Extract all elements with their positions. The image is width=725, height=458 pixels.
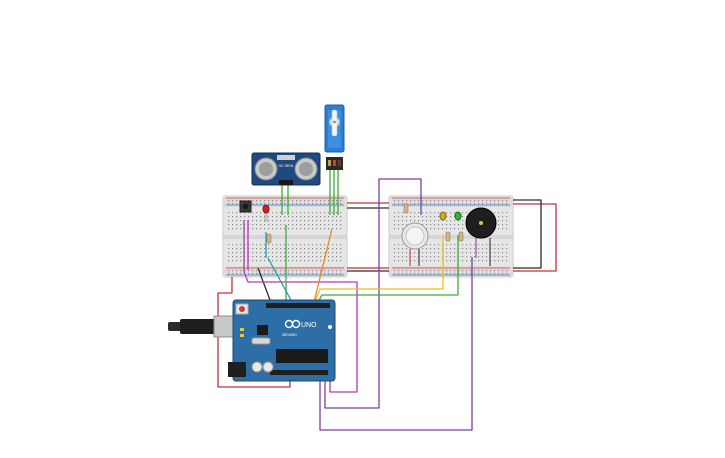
yellow-led[interactable] — [439, 211, 447, 221]
resistor-right-3[interactable] — [458, 231, 464, 242]
power-jack — [228, 362, 246, 377]
analog-header — [270, 370, 328, 375]
green-led[interactable] — [454, 211, 462, 221]
board-brand-label: ARDUINO — [282, 333, 297, 337]
pushbutton[interactable] — [239, 200, 252, 213]
digital-header — [266, 303, 330, 308]
wire-red-5v[interactable] — [217, 277, 291, 388]
vibration-motor[interactable] — [401, 222, 429, 266]
wire-purple-upper[interactable] — [324, 178, 422, 409]
servo-motor[interactable] — [324, 104, 345, 170]
wires — [217, 170, 557, 431]
sensor-model-label: HC-SR04 — [279, 164, 294, 168]
resistor-right-1[interactable] — [403, 203, 409, 214]
board-model-label: UNO — [301, 322, 317, 329]
resistor-right-2[interactable] — [445, 231, 451, 242]
wire-yellow[interactable] — [314, 235, 444, 303]
capacitor-1 — [251, 361, 263, 373]
piezo-buzzer[interactable] — [465, 207, 497, 266]
wire-black-arduino-gnd[interactable] — [257, 267, 271, 301]
wire-orange[interactable] — [313, 228, 333, 303]
wire-black-right-gnd[interactable] — [513, 199, 542, 269]
arduino-uno[interactable]: UNO ARDUINO — [228, 299, 336, 382]
atmega-chip — [276, 349, 328, 363]
red-led[interactable] — [262, 204, 270, 222]
reset-button-icon[interactable] — [239, 306, 245, 312]
wire-red-right-rail[interactable] — [513, 203, 557, 272]
wire-teal[interactable] — [267, 257, 293, 303]
capacitor-2 — [262, 361, 274, 373]
wire-magenta[interactable] — [243, 220, 358, 393]
wire-purple-long[interactable] — [319, 257, 473, 431]
resistor-left[interactable] — [266, 233, 272, 244]
ultrasonic-sensor[interactable]: HC-SR04 — [251, 152, 321, 186]
wire-green-led[interactable] — [317, 235, 459, 303]
